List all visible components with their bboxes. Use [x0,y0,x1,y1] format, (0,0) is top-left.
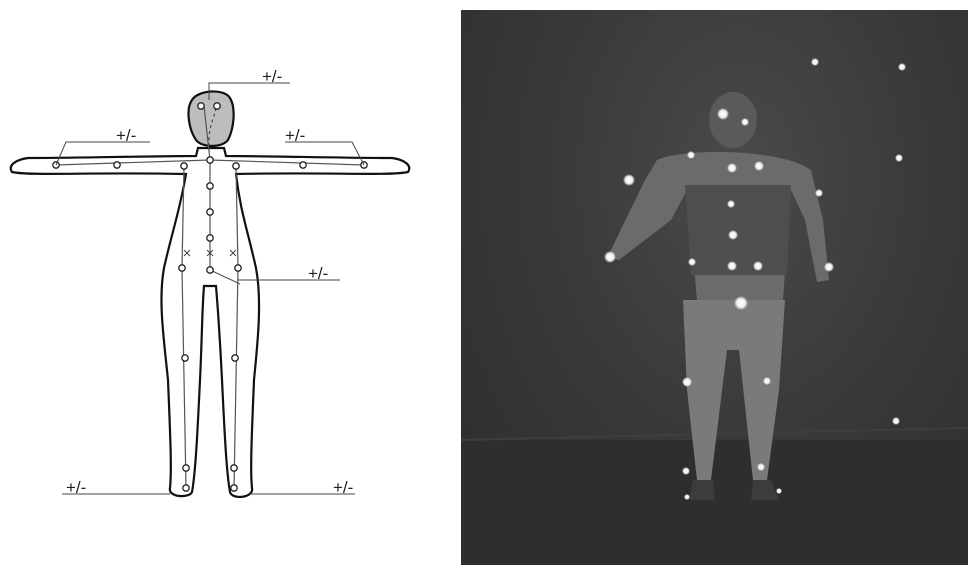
waist-tolerance-label: +/- [308,265,328,282]
right-arm-tolerance-label: +/- [285,127,305,144]
left-foot-tolerance-label: +/- [66,479,86,496]
floor [461,440,968,565]
right-foot-tolerance-label: +/- [333,479,353,496]
head-tolerance-label: +/- [262,68,282,85]
left-arm-tolerance-label: +/- [116,127,136,144]
motion-capture-photo [461,10,968,565]
person-silhouette [607,92,829,500]
photo-scene-svg [461,10,968,565]
head-outline [189,91,234,146]
body-model-diagram: +/- +/- +/- +/- +/- +/- [0,0,440,565]
